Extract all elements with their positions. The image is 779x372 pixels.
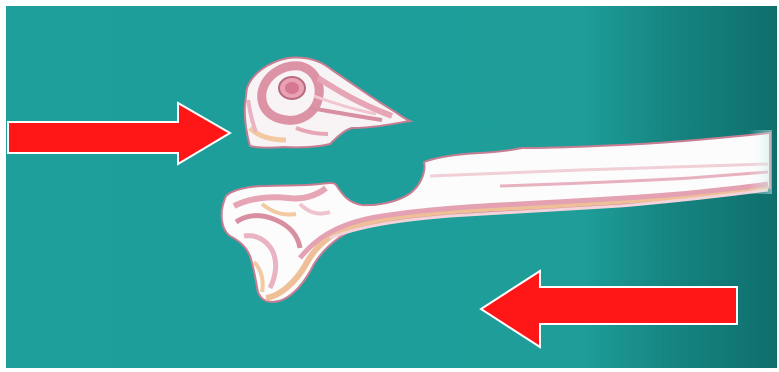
fracture-illustration [0,0,779,372]
image-frame [0,0,779,372]
